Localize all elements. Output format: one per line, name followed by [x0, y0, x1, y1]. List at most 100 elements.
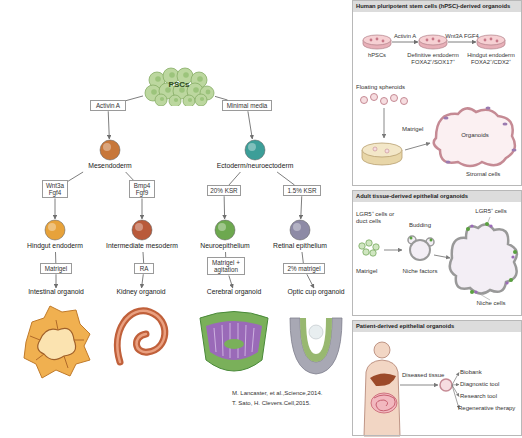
patient-organoid-art	[371, 393, 397, 413]
floating-spheroids-art	[371, 94, 378, 101]
adult-organoid-art	[410, 240, 430, 260]
adult-organoid-art	[489, 224, 492, 227]
adult-organoid-art	[474, 290, 477, 293]
cerebral-organoid-art	[200, 312, 268, 372]
optic-cup-organoid-art	[309, 325, 323, 339]
kidney-organoid-art	[117, 311, 164, 362]
floating-spheroids-art	[384, 108, 385, 138]
node-text: Hindgut endoderm FOXA2⁺/CDX2⁺	[460, 52, 522, 65]
adult-organoid-art	[511, 255, 514, 258]
node-text: 20% KSR	[209, 187, 239, 194]
stage-shape	[99, 139, 121, 161]
cell	[183, 95, 195, 106]
cell-nucleus	[160, 97, 164, 101]
panel: Human pluripotent stem cells (hPSC)-deri…	[352, 0, 522, 186]
intestinal-organoid-art	[30, 320, 84, 368]
annotation: Diagnostic tool	[460, 381, 520, 388]
cell-nucleus	[200, 97, 204, 101]
cell	[169, 95, 181, 106]
organoid-label: Kidney organoid	[101, 288, 181, 296]
stage-circle	[290, 220, 310, 240]
condition-box: 20% KSR	[207, 185, 241, 196]
patient-organoid-art	[452, 385, 459, 397]
connector	[56, 274, 57, 288]
condition-box: Minimal media	[222, 100, 272, 111]
cell-nucleus	[155, 76, 161, 82]
floating-spheroids-art	[373, 147, 377, 151]
stage-circle	[100, 140, 120, 160]
cell	[490, 38, 493, 41]
patient-organoid-art	[364, 342, 459, 436]
stage-shape	[214, 219, 236, 241]
highlight	[293, 223, 301, 231]
intestinal-organoid-art	[24, 306, 90, 378]
connector	[68, 172, 83, 181]
annotation: Matrigel	[402, 126, 442, 133]
culture-dish: Definitive endoderm FOXA2⁺/SOX17⁺	[418, 34, 448, 50]
citation: M. Lancaster, et al.,Science,2014.	[232, 390, 357, 397]
adult-organoid-art	[505, 281, 508, 284]
hpsc-organoid-art	[434, 108, 515, 166]
floating-spheroids-art	[381, 98, 388, 105]
highlight	[218, 223, 226, 231]
panel-title: Patient-derived epithelial organoids	[353, 321, 521, 332]
floating-spheroids-art	[361, 97, 368, 104]
connector	[126, 96, 143, 101]
annotation: LGR5⁺ cells	[466, 208, 516, 215]
node-text: Activin A	[92, 102, 124, 109]
cell	[432, 38, 435, 41]
connector	[448, 42, 476, 43]
condition-box: Matrigel + agitation	[207, 257, 245, 275]
adult-organoid-art	[430, 239, 433, 242]
organoid-label: Optic cup organoid	[276, 288, 356, 296]
organoid-label: Intestinal organoid	[16, 288, 96, 296]
annotation: Research tool	[460, 393, 520, 400]
stage-shape	[289, 219, 311, 241]
connector	[301, 196, 302, 219]
cell	[426, 39, 429, 42]
connector	[224, 196, 226, 219]
node-text: Matrigel	[42, 265, 70, 272]
cell-nucleus	[197, 76, 203, 82]
stage-shape	[44, 219, 66, 241]
optic-cup-organoid-art	[300, 318, 332, 362]
patient-organoid-art	[374, 395, 395, 411]
node-text: Bmp4 Fgf9	[131, 182, 153, 196]
organoid-label: Cerebral organoid	[194, 288, 274, 296]
kidney-organoid-art	[117, 311, 164, 362]
annotation: LGR5⁺ cells or duct cells	[356, 211, 402, 225]
connector	[142, 252, 144, 263]
node-text: Cerebral organoid	[194, 288, 274, 296]
cell	[438, 40, 441, 43]
cerebral-organoid-art	[224, 339, 244, 349]
cerebral-organoid-art	[200, 312, 268, 372]
adult-organoid-art	[359, 243, 365, 249]
panel-title: Human pluripotent stem cells (hPSC)-deri…	[353, 1, 521, 12]
annotation: Floating spheroids	[356, 84, 426, 91]
cell	[484, 39, 487, 42]
edge-label: Activin A	[387, 33, 423, 40]
node-text: Intestinal organoid	[16, 288, 96, 296]
dish-top	[363, 35, 391, 45]
annotation: Organoids	[450, 132, 500, 139]
adult-organoid-art	[485, 222, 489, 226]
hpsc-organoid-art	[512, 149, 517, 152]
intestinal-organoid-art	[24, 306, 90, 378]
cell-nucleus	[206, 90, 211, 95]
condition-box: 1.5% KSR	[283, 185, 321, 196]
node-text: RA	[136, 265, 152, 272]
citation: T. Sato, H. Clevers.Cell,2015.	[232, 400, 357, 407]
floating-spheroids-art	[401, 98, 408, 105]
condition-box: Matrigel	[40, 263, 72, 274]
condition-box: RA	[134, 263, 154, 274]
cell-nucleus	[174, 98, 178, 102]
patient-organoid-art	[452, 384, 459, 386]
optic-cup-organoid-art	[290, 318, 342, 374]
connector	[277, 172, 294, 185]
highlight	[103, 143, 111, 151]
cerebral-organoid-art	[206, 321, 262, 360]
connector	[302, 252, 303, 263]
condition-box: Activin A	[90, 100, 126, 111]
adult-organoid-art	[370, 250, 376, 256]
